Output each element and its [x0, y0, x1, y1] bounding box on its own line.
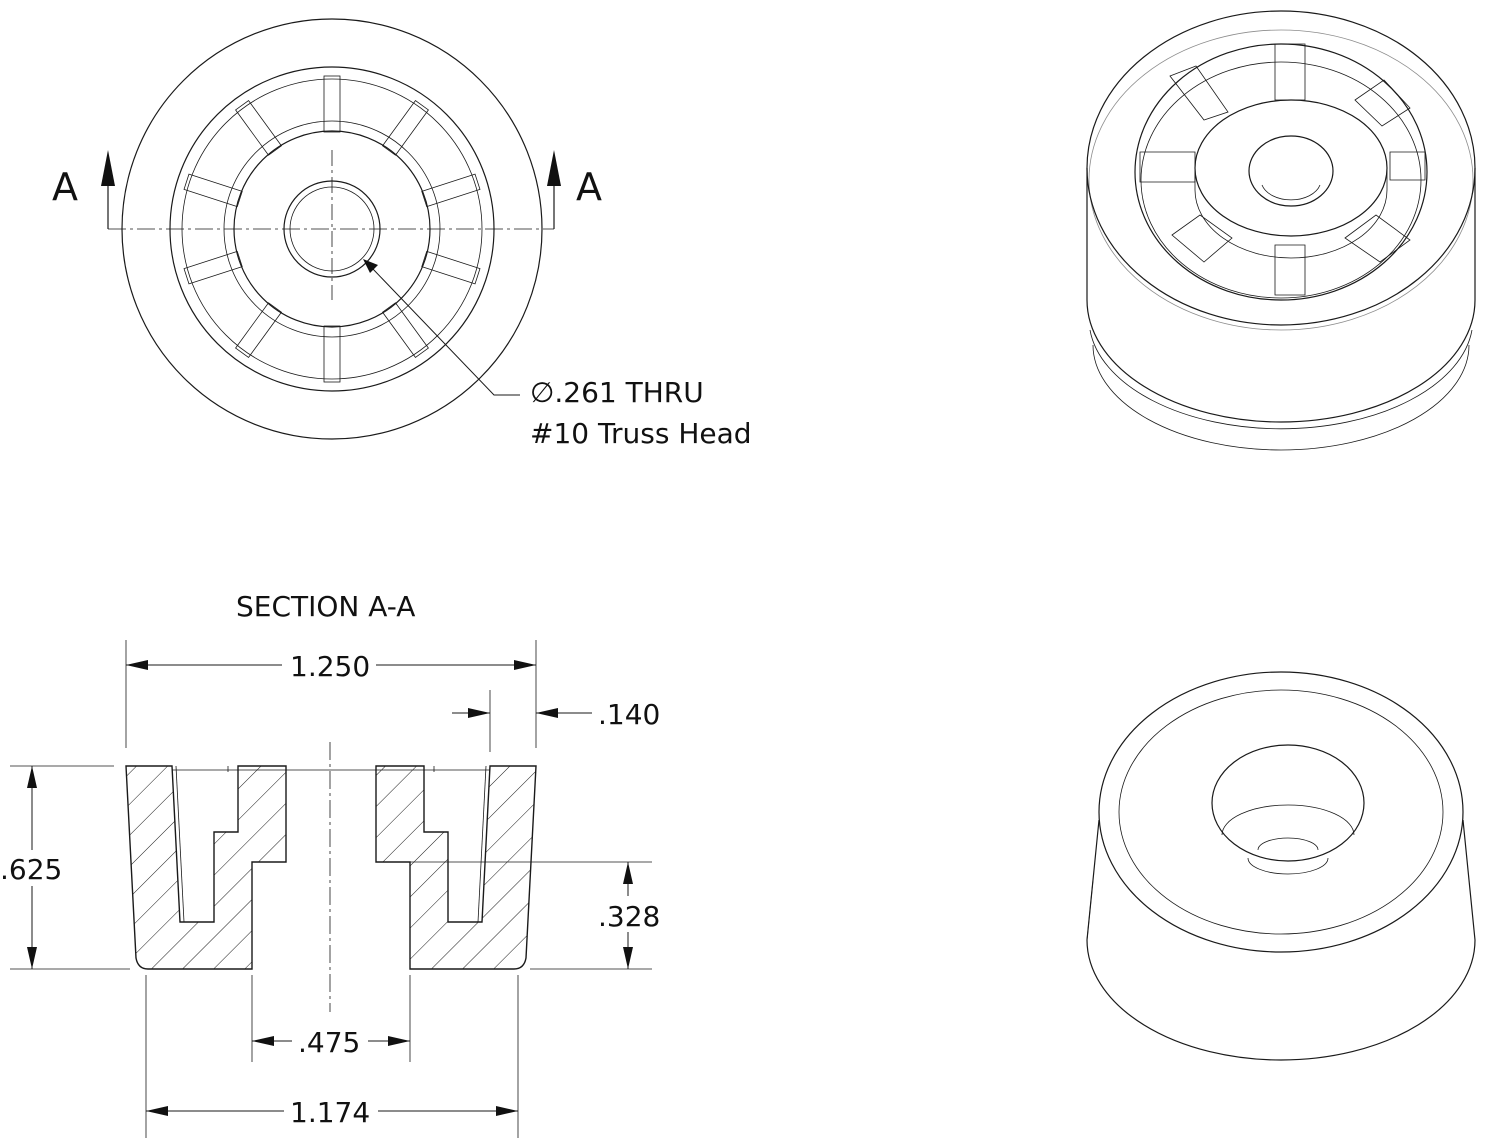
section-view: SECTION A-A 1.250 .140: [0, 590, 660, 1138]
arrow-icon: [388, 1036, 410, 1046]
arrow-icon: [468, 708, 490, 718]
dim-counterbore-diameter: .475: [298, 1026, 360, 1059]
dim-base-diameter: 1.174: [290, 1096, 370, 1129]
arrow-icon: [536, 708, 558, 718]
isometric-bottom-view: [1086, 671, 1476, 1061]
arrow-icon: [27, 947, 37, 969]
arrow-icon: [514, 660, 536, 670]
hole-callout-leader: [371, 267, 520, 396]
section-arrow-left-icon: [101, 150, 115, 186]
hole-callout-line2: #10 Truss Head: [530, 417, 752, 450]
arrow-icon: [496, 1106, 518, 1116]
section-marker-right: A: [576, 165, 602, 209]
arrow-icon: [252, 1036, 274, 1046]
dim-counterbore-depth: .328: [598, 900, 660, 933]
section-right-body: [375, 765, 537, 970]
arrow-icon: [623, 947, 633, 969]
dim-height: .625: [0, 853, 62, 886]
top-view-ribs: [183, 75, 481, 383]
section-arrow-right-icon: [547, 150, 561, 186]
dim-overall-width: 1.250: [290, 650, 370, 683]
arrow-icon: [623, 862, 633, 884]
arrow-icon: [27, 766, 37, 788]
leader-arrow-icon: [363, 259, 378, 273]
arrow-icon: [126, 660, 148, 670]
section-marker-left: A: [52, 165, 78, 209]
hole-callout-line1: ∅.261 THRU: [530, 376, 704, 409]
section-left-body: [125, 765, 287, 970]
dim-wall-thickness: .140: [598, 698, 660, 731]
isometric-top-view: [1086, 10, 1476, 451]
isometric-ribs: [1139, 43, 1426, 296]
section-title: SECTION A-A: [236, 590, 415, 623]
arrow-icon: [146, 1106, 168, 1116]
top-view: A A ∅.261 THRU #10 Truss Head: [52, 18, 752, 450]
